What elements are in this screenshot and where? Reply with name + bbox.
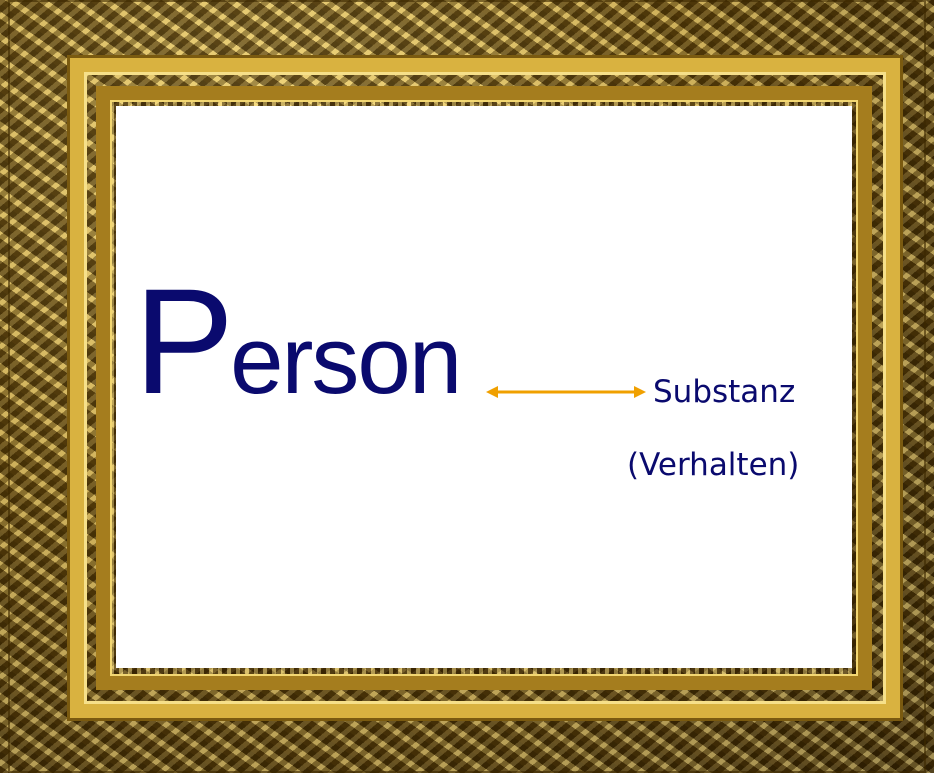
person-term: Person: [134, 266, 460, 416]
frame-canvas: Person Substanz (Verhalten): [116, 106, 852, 668]
person-initial: P: [134, 257, 230, 425]
person-rest: erson: [230, 307, 460, 414]
substanz-label: Substanz: [653, 374, 795, 410]
double-headed-arrow-icon: [486, 384, 646, 400]
verhalten-label: (Verhalten): [627, 447, 799, 483]
